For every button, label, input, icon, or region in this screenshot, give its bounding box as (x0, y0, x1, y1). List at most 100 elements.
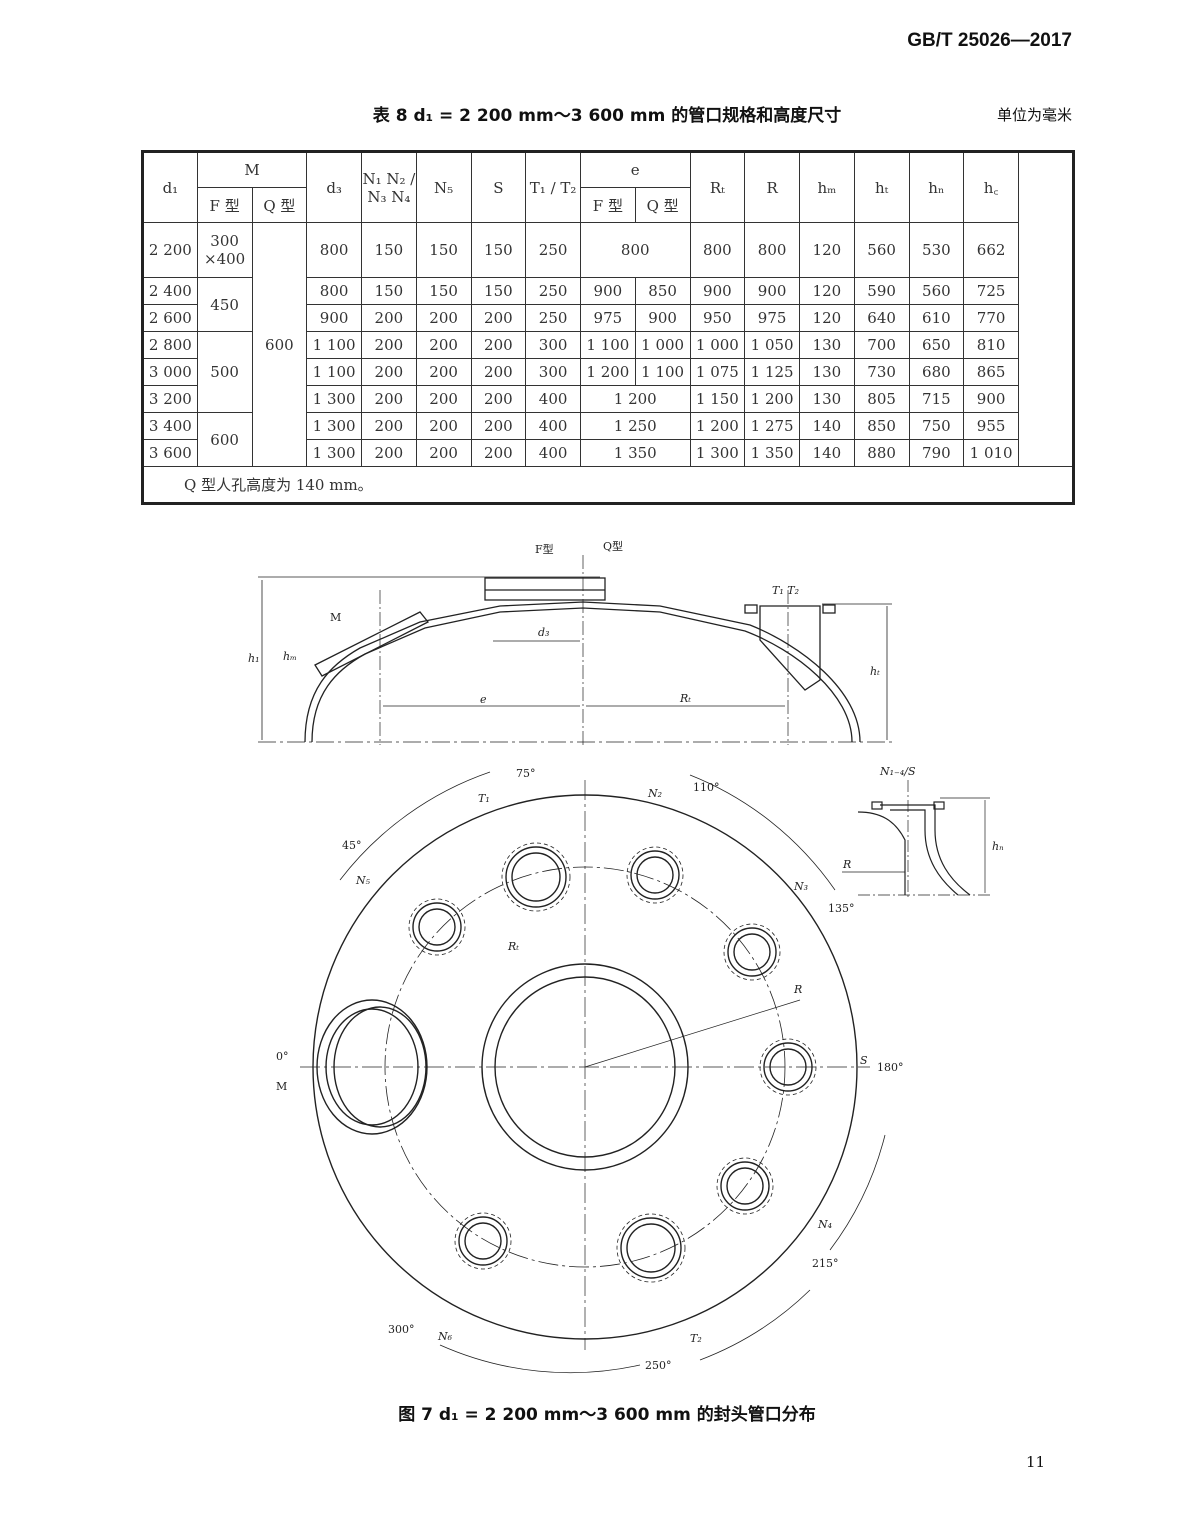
table-cell: 150 (470, 222, 527, 278)
table-cell: 3 400 (142, 412, 198, 440)
table-cell: 1 300 (306, 439, 362, 467)
table-cell: 200 (361, 304, 417, 332)
table-cell: F 型 (580, 187, 636, 223)
table-cell: 3 000 (142, 358, 198, 386)
nozzle-s (759, 1038, 817, 1096)
table-cell: 400 (525, 412, 581, 440)
table-cell: 810 (963, 331, 1019, 359)
table-cell: 955 (963, 412, 1019, 440)
table-cell: hₜ (853, 151, 910, 223)
table-cell: 662 (963, 222, 1019, 278)
label-rt: Rₜ (679, 692, 691, 705)
nozzle-n4 (716, 1157, 774, 1215)
label-180deg: 180° (877, 1061, 904, 1074)
nozzle-n5 (408, 898, 466, 956)
label-detail-r: R (842, 858, 851, 871)
table-cell: e (580, 151, 691, 188)
table-cell: 1 350 (580, 439, 691, 467)
page-number: 11 (1026, 1453, 1046, 1471)
table-cell: 900 (634, 304, 691, 332)
table-note: Q 型人孔高度为 140 mm。 (142, 466, 1074, 504)
table-cell: 200 (415, 331, 472, 359)
table-cell: 2 600 (142, 304, 198, 332)
table-cell: 450 (196, 277, 253, 332)
table-cell: 680 (908, 358, 965, 386)
table-cell: 200 (470, 439, 527, 467)
head-nozzle-drawing: F型 Q型 M d₃ e Rₜ T₁ T₂ h₁ hₜ hₘ 75° 110° … (248, 539, 1004, 1374)
table-cell: 200 (470, 385, 527, 413)
table-cell: 805 (853, 385, 910, 413)
label-detail: N₁₋₄/S (879, 765, 916, 778)
side-view (258, 555, 892, 745)
label-hm: hₘ (283, 650, 297, 663)
table-cell: 150 (361, 277, 417, 305)
table-cell: 1 100 (306, 358, 362, 386)
table-cell: 1 200 (580, 358, 636, 386)
table-cell: 1 300 (306, 412, 362, 440)
table-cell: T₁ / T₂ (525, 151, 581, 223)
table-cell: 200 (361, 439, 417, 467)
table-cell: 800 (306, 222, 362, 278)
label-r-plan: R (793, 983, 802, 996)
table-cell: 3 600 (142, 439, 198, 467)
table-cell: Q 型 (251, 187, 308, 223)
table-cell: 200 (415, 385, 472, 413)
label-215deg: 215° (812, 1257, 839, 1270)
table-cell: 300 (525, 358, 581, 386)
table-cell: 1 200 (689, 412, 746, 440)
table-cell: 400 (525, 439, 581, 467)
table-cell: d₁ (142, 151, 198, 223)
label-n2: N₂ (647, 787, 662, 800)
table-cell: 865 (963, 358, 1019, 386)
table-cell: 950 (689, 304, 746, 332)
table-cell: 880 (853, 439, 910, 467)
table-cell: 130 (799, 331, 855, 359)
table-cell: 1 200 (744, 385, 800, 413)
table-cell: S (470, 151, 527, 223)
table-cell: 1 100 (634, 358, 691, 386)
nozzle-t2 (616, 1213, 686, 1283)
label-m: M (330, 611, 341, 624)
label-0deg: 0° (276, 1050, 289, 1063)
table-cell: 1 010 (963, 439, 1019, 467)
label-f-type: F型 (535, 542, 554, 556)
table-cell: 715 (908, 385, 965, 413)
label-t2: T₂ (690, 1332, 702, 1345)
nozzle-t1 (501, 842, 571, 912)
label-h1: h₁ (248, 652, 260, 665)
table-cell: 975 (580, 304, 636, 332)
nozzle-n3 (723, 923, 781, 981)
table-cell: 650 (908, 331, 965, 359)
plan-view (300, 771, 886, 1374)
table-cell: 120 (799, 277, 855, 305)
standard-number: GB/T 25026—2017 (907, 30, 1072, 51)
table-cell: d₃ (306, 151, 362, 223)
table-cell: N₅ (415, 151, 472, 223)
table-cell: 200 (470, 412, 527, 440)
label-t1t2: T₁ T₂ (772, 584, 799, 597)
table-cell: M (196, 151, 308, 188)
table-cell: 200 (470, 331, 527, 359)
table-cell: 500 (196, 331, 253, 413)
table-cell: 2 400 (142, 277, 198, 305)
table-cell: 140 (799, 439, 855, 467)
table-cell: 130 (799, 385, 855, 413)
label-n6: N₆ (437, 1330, 453, 1343)
table-cell: 850 (634, 277, 691, 305)
table-cell: 640 (853, 304, 910, 332)
label-d3: d₃ (538, 626, 549, 639)
table-cell: 1 250 (580, 412, 691, 440)
table-cell: 730 (853, 358, 910, 386)
table-cell: hₙ (908, 151, 965, 223)
table-cell: 1 100 (580, 331, 636, 359)
table-cell: 200 (415, 439, 472, 467)
table-cell: 200 (361, 331, 417, 359)
table-cell: 1 000 (689, 331, 746, 359)
table-title: 表 8 d₁ = 2 200 mm～3 600 mm 的管口规格和高度尺寸 (372, 106, 842, 126)
